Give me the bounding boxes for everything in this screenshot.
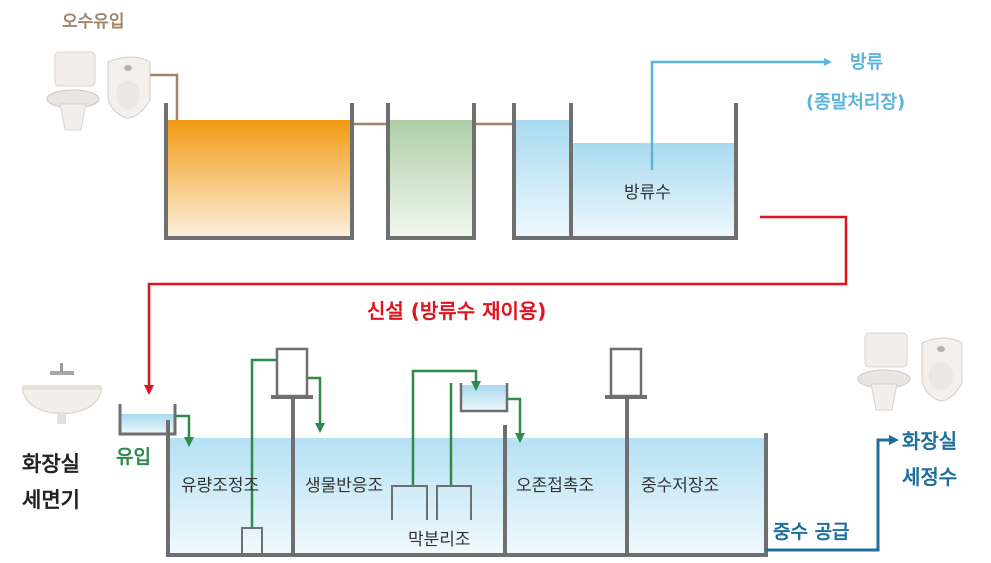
urinal-icon	[107, 56, 151, 119]
discharge-arrow	[650, 58, 832, 170]
discharge-label: 방류	[850, 52, 884, 73]
supply-arrow	[766, 435, 899, 552]
membrane-tank-label: 막분리조	[408, 530, 471, 550]
membrane-modules	[391, 485, 472, 520]
treatment-tank	[388, 120, 474, 237]
destination-line2: 세정수	[902, 465, 958, 489]
toilet-icon	[46, 51, 100, 131]
source-line1: 화장실	[22, 452, 80, 476]
washbasin-icon	[21, 363, 103, 424]
membrane-feed-box-wall	[459, 383, 509, 413]
supply-label: 중수 공급	[773, 521, 850, 543]
effluent-tank	[571, 143, 736, 237]
source-line2: 세면기	[22, 488, 80, 512]
ozone-contact-tank-label: 오존접촉조	[516, 476, 595, 496]
destination-line1: 화장실	[902, 429, 958, 453]
inflow-box	[120, 414, 175, 434]
new-pipe-label: 신설 (방류수 재이용)	[367, 299, 547, 323]
process-lines	[175, 358, 525, 528]
discharge-destination: (종말처리장)	[806, 92, 906, 113]
flow-equalization-tank-label: 유량조정조	[181, 476, 260, 496]
sewage-tank	[166, 120, 352, 237]
urinal-icon-2	[921, 337, 963, 402]
reuse-storage-tank-label: 중수저장조	[641, 476, 720, 496]
sewage-inflow-label: 오수유입	[62, 12, 125, 32]
membrane-feed-box	[461, 385, 507, 411]
bioreactor-label: 생물반응조	[305, 476, 384, 496]
top-tank-walls	[164, 103, 738, 240]
bottom-tank-walls	[166, 397, 768, 557]
toilet-icon-2	[857, 332, 911, 411]
settling-tank	[514, 120, 571, 237]
pump-1	[271, 347, 313, 399]
effluent-tank-label: 방류수	[624, 183, 671, 203]
inflow-box-wall	[118, 404, 177, 436]
new-reuse-pipe	[144, 215, 848, 395]
reuse-tank-water	[168, 438, 766, 553]
inflow-label: 유입	[116, 446, 151, 468]
pump-2	[605, 347, 647, 399]
